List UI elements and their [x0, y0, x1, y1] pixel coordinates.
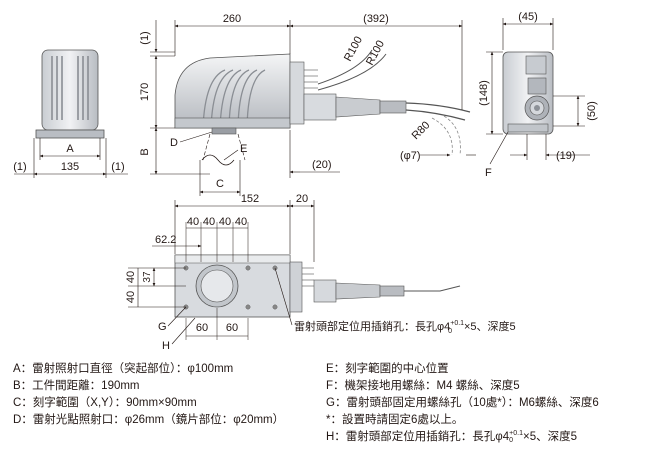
dim-60-a: 60	[196, 322, 208, 334]
legend-item-b: B：工件間距離：190mm	[13, 380, 140, 392]
dim-60-b: 60	[226, 322, 238, 334]
dim-260: 260	[223, 13, 241, 25]
dim-40-3: 40	[219, 216, 231, 228]
legend-item-e: E：刻字範圍的中心位置	[326, 363, 449, 375]
legend-item-note: *：設置時請固定6處以上。	[326, 414, 464, 426]
dim-r80: R80	[410, 119, 433, 142]
dim-r100-b: R100	[364, 39, 387, 68]
label-e: E	[240, 143, 247, 155]
dim-c: C	[216, 178, 224, 190]
label-f: F	[485, 167, 492, 179]
dim-phi7: (φ7)	[400, 150, 421, 162]
label-g: G	[158, 321, 167, 333]
dim-1-left: (1)	[13, 161, 26, 173]
label-h: H	[162, 340, 170, 352]
front-view: A 135 (1) (1)	[13, 49, 128, 178]
dim-170: 170	[139, 83, 151, 101]
dim-a: A	[66, 143, 74, 155]
dim-40-1: 40	[187, 216, 199, 228]
dim-20-paren: (20)	[312, 159, 332, 171]
dim-392: (392)	[363, 13, 389, 25]
legend-item-g: G：雷射頭部固定用螺絲孔（10處*）：M6螺絲、深度6	[326, 397, 599, 409]
dim-1-right: (1)	[111, 161, 124, 173]
dim-b: B	[139, 148, 151, 155]
dim-20: 20	[296, 193, 308, 205]
legend-item-a: A：雷射照射口直徑（突起部位）：φ100mm	[13, 363, 234, 375]
label-d: D	[170, 137, 178, 149]
legend-item-f: F：機架接地用螺絲：M4 螺絲、深度5	[326, 380, 520, 392]
dim-19: (19)	[556, 150, 576, 162]
legend-item-d: D：雷射光點照射口：φ26mm（鏡片部位：φ20mm）	[13, 414, 285, 426]
legend-left: A：雷射照射口直徑（突起部位）：φ100mm B：工件間距離：190mm C：刻…	[13, 362, 284, 430]
dim-1-vertical: (1)	[139, 31, 151, 44]
dim-37: 37	[142, 271, 153, 283]
dim-40-4: 40	[235, 216, 247, 228]
dim-40-2: 40	[203, 216, 215, 228]
dim-152: 152	[241, 193, 259, 205]
legend-right: E：刻字範圍的中心位置 F：機架接地用螺絲：M4 螺絲、深度5 G：雷射頭部固定…	[326, 362, 599, 447]
dim-40-v1: 40	[125, 271, 137, 283]
dim-40-v2: 40	[125, 291, 137, 303]
dim-62-2: 62.2	[155, 234, 176, 246]
side-view: 260 (392) (1) 170 B D E C (2	[139, 13, 476, 196]
dim-50: (50)	[586, 101, 598, 121]
dim-r100-a: R100	[342, 35, 365, 64]
dim-135: 135	[61, 161, 79, 173]
dim-45: (45)	[518, 11, 538, 23]
rear-view: (45) (148) (50) (19) F	[478, 11, 598, 179]
dim-148: (148)	[478, 80, 490, 106]
top-view: 152 20 40 40 40 40 62.2 40 40 37 G H	[125, 193, 516, 352]
legend-item-c: C：刻字範圍（X,Y）：90mm×90mm	[13, 397, 197, 409]
